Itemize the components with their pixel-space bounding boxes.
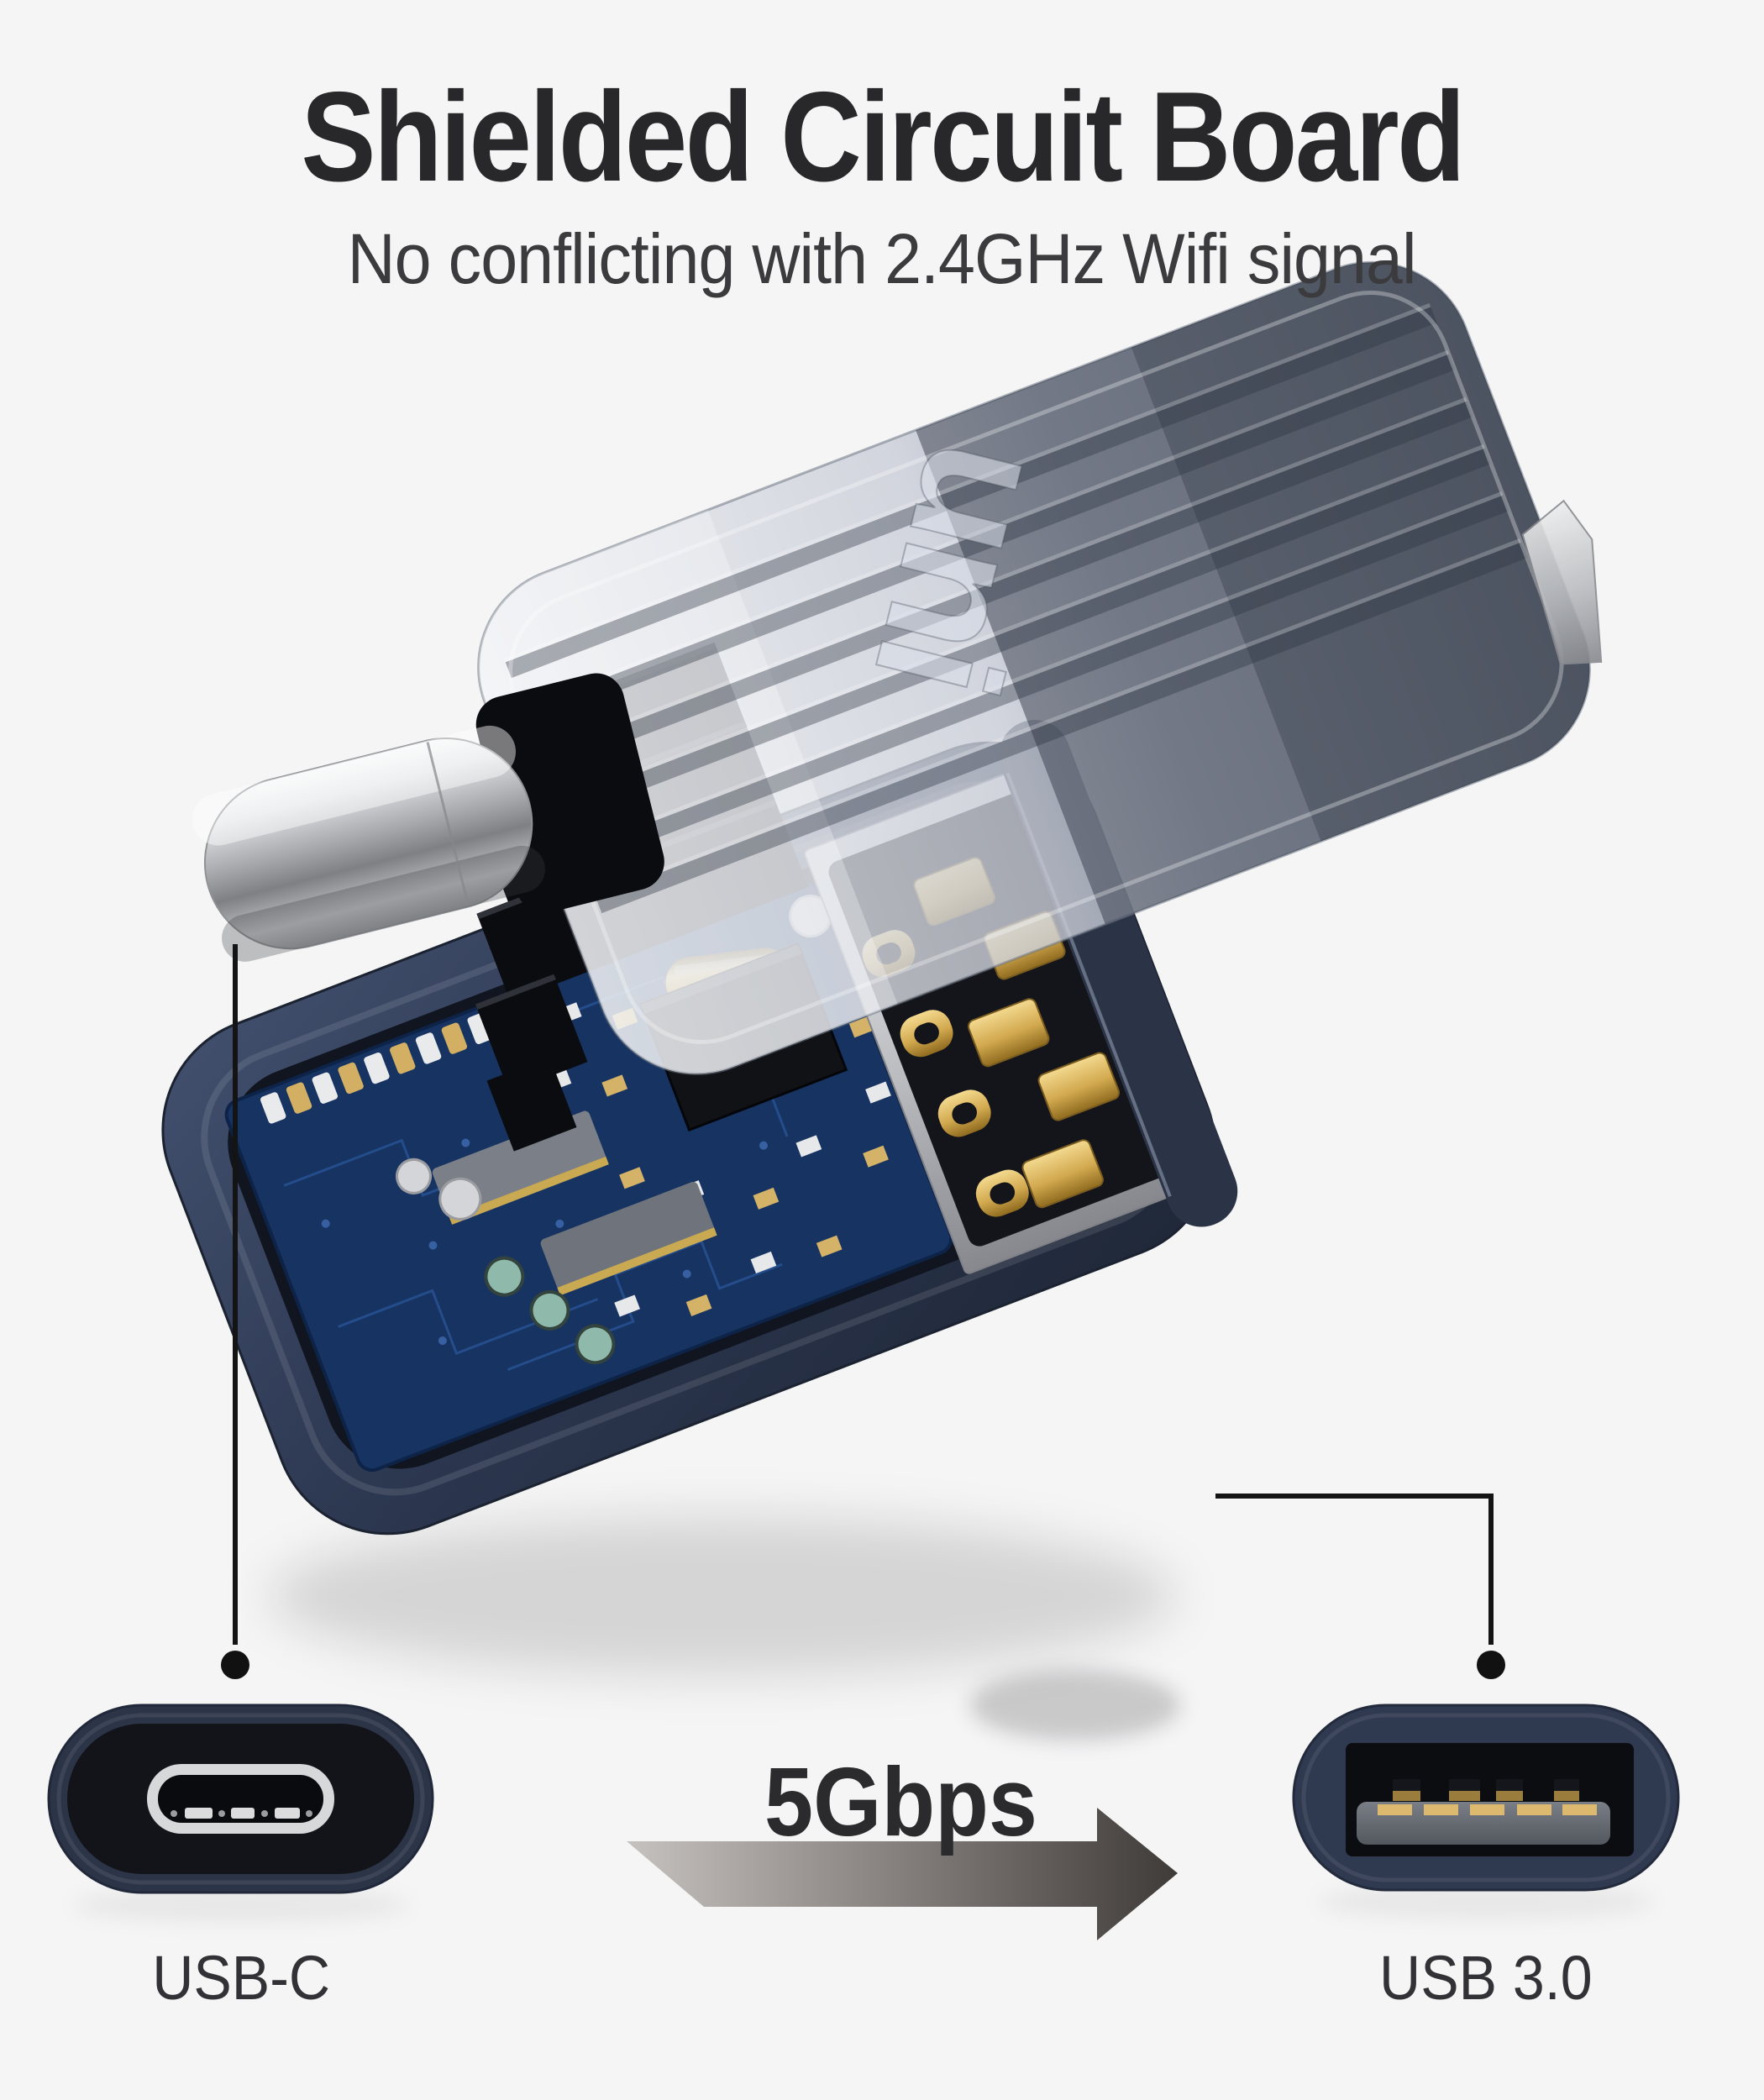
usb-3-label-text: USB 3.0 <box>1379 1943 1593 2013</box>
soft-shadows <box>73 1516 1654 1922</box>
arrow-right-icon <box>627 1808 1178 1940</box>
speed-label: 5Gbps <box>648 1746 1152 1858</box>
translucent-shield-cover: uni <box>449 233 1620 1104</box>
page-subtitle: No conflicting with 2.4GHz Wifi signal <box>0 218 1764 300</box>
callout-dot-right <box>1477 1651 1505 1679</box>
usba-upper-contacts <box>1393 1779 1579 1801</box>
capacitors <box>396 1158 616 1365</box>
page-title: Shielded Circuit Board <box>0 64 1764 211</box>
callouts <box>233 944 1494 1645</box>
usb-c-port-icon <box>47 1704 434 1894</box>
usb-c-label: USB-C <box>73 1942 409 2013</box>
usb-3-label: USB 3.0 <box>1318 1942 1654 2013</box>
speed-label-text: 5Gbps <box>764 1747 1037 1856</box>
metal-clip <box>1521 499 1603 665</box>
callout-dot-left <box>221 1651 249 1679</box>
usbc-slot-pins <box>185 1808 300 1819</box>
shell-ribs <box>503 302 1528 914</box>
page-subtitle-text: No conflicting with 2.4GHz Wifi signal <box>348 219 1417 298</box>
page-title-text: Shielded Circuit Board <box>301 66 1465 208</box>
usb-c-label-text: USB-C <box>152 1943 330 2013</box>
usb-a-port-icon <box>1292 1704 1680 1892</box>
usba-gold-pads <box>1378 1804 1597 1815</box>
callout-line-right <box>1215 1494 1494 1645</box>
dark-smoke-half <box>916 233 1620 925</box>
usb-c-plug <box>192 673 664 962</box>
